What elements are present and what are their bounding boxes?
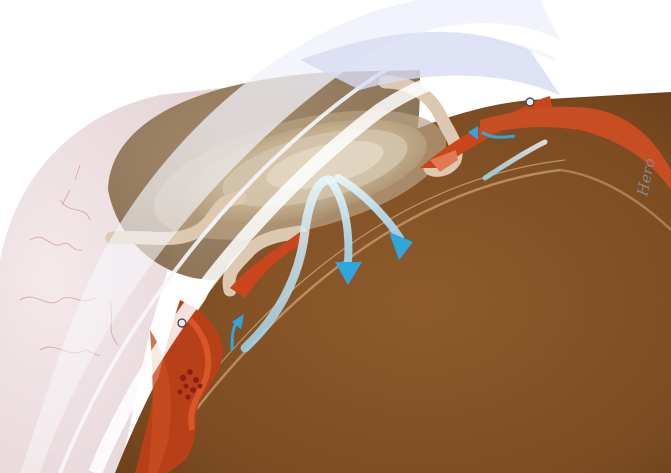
- incision-marker: [178, 319, 186, 327]
- incision-marker: [526, 98, 534, 106]
